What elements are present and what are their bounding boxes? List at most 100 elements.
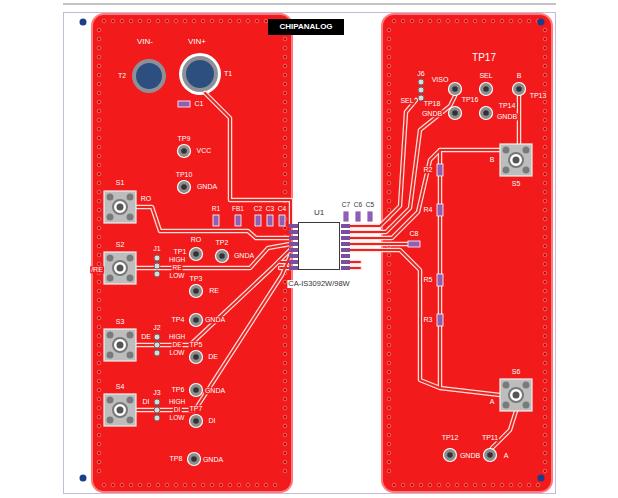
via bbox=[437, 483, 441, 487]
via bbox=[283, 379, 287, 383]
via bbox=[97, 127, 101, 131]
via bbox=[283, 352, 287, 356]
connector-center bbox=[113, 261, 127, 275]
silkscreen-label: S1 bbox=[115, 179, 126, 186]
terminal-ring bbox=[182, 56, 218, 92]
via bbox=[97, 82, 101, 86]
jumper-pin bbox=[154, 350, 160, 356]
via bbox=[543, 100, 547, 104]
via bbox=[543, 145, 547, 149]
via bbox=[283, 172, 287, 176]
label-text: DE bbox=[141, 333, 151, 340]
via bbox=[543, 316, 547, 320]
connector-body bbox=[104, 329, 136, 361]
ic-pin bbox=[341, 236, 350, 240]
test-point-hole bbox=[181, 184, 187, 190]
trace bbox=[136, 244, 290, 268]
via bbox=[536, 483, 540, 487]
jumper-pin bbox=[154, 399, 160, 405]
ic-pin bbox=[341, 230, 350, 234]
via bbox=[283, 334, 287, 338]
label-text: J3 bbox=[153, 389, 160, 396]
via bbox=[387, 55, 391, 59]
via bbox=[255, 19, 259, 23]
via bbox=[192, 19, 196, 23]
jumper-pin bbox=[154, 263, 160, 269]
connector-pin bbox=[503, 382, 510, 389]
connector-pin bbox=[127, 397, 134, 404]
via bbox=[283, 370, 287, 374]
header-connector bbox=[500, 144, 532, 176]
ic-pin bbox=[289, 254, 298, 258]
silkscreen-label: TP12 bbox=[441, 434, 460, 441]
silkscreen-label: DI bbox=[142, 398, 151, 405]
via bbox=[387, 388, 391, 392]
ic-pin bbox=[289, 242, 298, 246]
via bbox=[219, 19, 223, 23]
via bbox=[428, 483, 432, 487]
silkscreen-label: DI bbox=[173, 407, 182, 414]
via bbox=[283, 307, 287, 311]
connector-center bbox=[113, 403, 127, 417]
test-point-hole bbox=[487, 452, 493, 458]
label-text: GNDA bbox=[205, 316, 225, 323]
silkscreen-label: GNDA bbox=[204, 387, 226, 394]
via bbox=[387, 253, 391, 257]
silkscreen-label: J3 bbox=[152, 389, 161, 396]
via bbox=[97, 289, 101, 293]
via bbox=[482, 19, 486, 23]
via bbox=[543, 334, 547, 338]
via bbox=[518, 483, 522, 487]
silkscreen-label: J6 bbox=[416, 70, 425, 77]
label-text: TP5 bbox=[190, 341, 203, 348]
via bbox=[129, 483, 133, 487]
via bbox=[246, 19, 250, 23]
silkscreen-label: R3 bbox=[423, 316, 434, 323]
label-text: /RE bbox=[91, 266, 103, 273]
connector-pin bbox=[107, 397, 114, 404]
via bbox=[246, 483, 250, 487]
ic-pin bbox=[289, 260, 298, 264]
label-text: DI bbox=[143, 398, 150, 405]
test-point-hole bbox=[181, 148, 187, 154]
label-text: DE bbox=[172, 341, 181, 348]
connector-pin bbox=[523, 167, 530, 174]
smd-component bbox=[437, 314, 443, 326]
via bbox=[283, 226, 287, 230]
label-text: S6 bbox=[512, 368, 521, 375]
via bbox=[543, 55, 547, 59]
label-text: VCC bbox=[197, 147, 212, 154]
connector-center bbox=[113, 338, 127, 352]
via bbox=[387, 64, 391, 68]
silkscreen-label: HIGH bbox=[168, 399, 186, 406]
via bbox=[283, 451, 287, 455]
via bbox=[283, 361, 287, 365]
via bbox=[387, 424, 391, 428]
via bbox=[97, 370, 101, 374]
via bbox=[97, 37, 101, 41]
via bbox=[120, 19, 124, 23]
connector-hole bbox=[117, 407, 124, 414]
connector-center bbox=[509, 388, 523, 402]
via bbox=[228, 483, 232, 487]
via bbox=[387, 271, 391, 275]
via bbox=[129, 19, 133, 23]
test-point-hole bbox=[191, 456, 197, 462]
connector-body bbox=[500, 144, 532, 176]
header-connector bbox=[500, 379, 532, 411]
via bbox=[264, 483, 268, 487]
via bbox=[543, 154, 547, 158]
label-text: B bbox=[517, 72, 522, 79]
via bbox=[97, 415, 101, 419]
via bbox=[97, 361, 101, 365]
via bbox=[543, 82, 547, 86]
test-point bbox=[480, 107, 493, 120]
via bbox=[464, 19, 468, 23]
via bbox=[543, 271, 547, 275]
trace-outline bbox=[205, 93, 291, 224]
via bbox=[97, 388, 101, 392]
header-connector bbox=[104, 252, 136, 284]
via bbox=[283, 109, 287, 113]
trace-outline bbox=[492, 411, 516, 448]
label-text: C1 bbox=[195, 100, 204, 107]
